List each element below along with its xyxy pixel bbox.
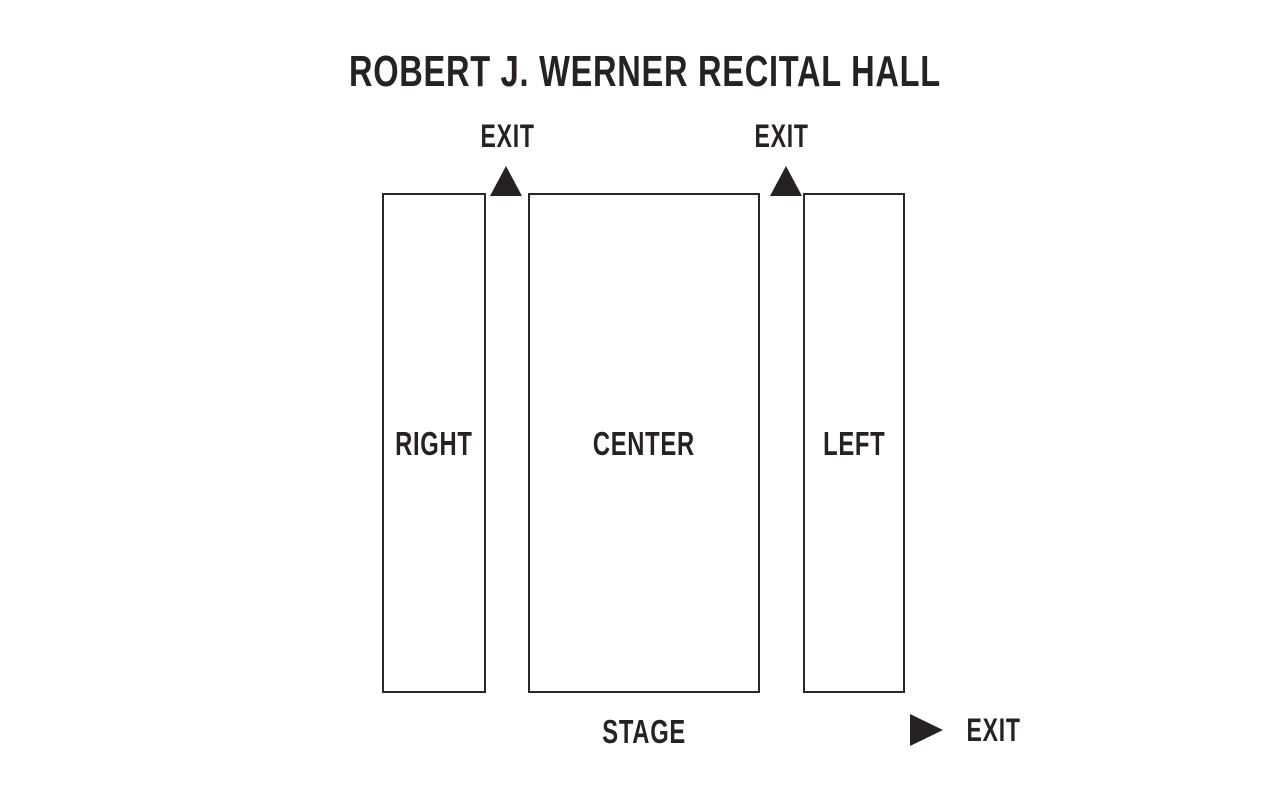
section-right[interactable]: RIGHT bbox=[382, 193, 486, 693]
page-title-text: ROBERT J. WERNER RECITAL HALL bbox=[349, 47, 941, 96]
exit-label-bottom-right: EXIT bbox=[966, 712, 1022, 748]
exit-right-arrow-icon bbox=[910, 714, 943, 746]
page-title: ROBERT J. WERNER RECITAL HALL bbox=[5, 50, 1280, 94]
exit-up-arrow-icon bbox=[770, 166, 802, 196]
section-left[interactable]: LEFT bbox=[803, 193, 905, 693]
exit-up-arrow-icon bbox=[490, 166, 522, 196]
exit-label-top-right: EXIT bbox=[754, 118, 810, 154]
section-right-label: RIGHT bbox=[395, 424, 473, 462]
section-center-label: CENTER bbox=[592, 424, 696, 462]
stage-label: STAGE bbox=[602, 713, 686, 750]
exit-label-top-left: EXIT bbox=[480, 118, 536, 154]
section-center[interactable]: CENTER bbox=[528, 193, 760, 693]
section-left-label: LEFT bbox=[822, 424, 886, 462]
